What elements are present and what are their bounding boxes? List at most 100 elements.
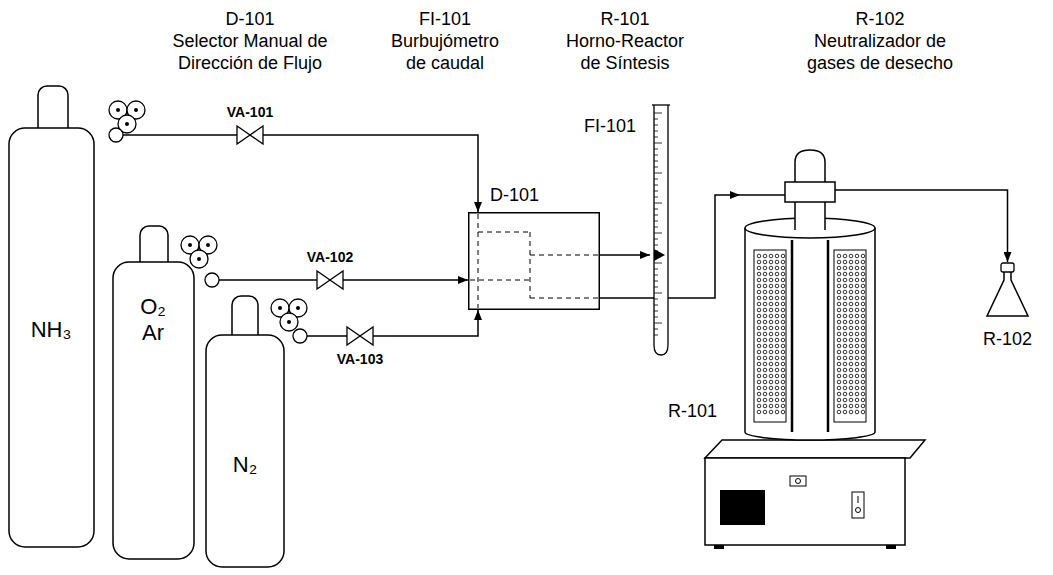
gas-line <box>362 279 468 281</box>
vent-hole <box>763 356 767 360</box>
vent-hole <box>855 302 859 306</box>
vent-hole <box>855 284 859 288</box>
vent-hole <box>769 404 773 408</box>
vent-hole <box>849 284 853 288</box>
vent-hole <box>763 392 767 396</box>
vent-hole <box>781 380 785 384</box>
vent-hole <box>855 296 859 300</box>
vent-hole <box>843 278 847 282</box>
vent-hole <box>775 254 779 258</box>
vent-hole <box>855 266 859 270</box>
vent-hole <box>849 350 853 354</box>
vent-hole <box>855 308 859 312</box>
vent-hole <box>861 254 865 258</box>
vent-hole <box>837 272 841 276</box>
vent-hole <box>861 386 865 390</box>
vent-hole <box>855 326 859 330</box>
scale-tick <box>654 179 658 180</box>
vent-hole <box>763 386 767 390</box>
gas-line <box>307 335 320 337</box>
gas-cylinder: N₂ <box>205 295 320 568</box>
vent-hole <box>775 290 779 294</box>
scale-tick <box>654 167 658 168</box>
vent-hole <box>769 350 773 354</box>
vent-hole <box>775 314 779 318</box>
vent-hole <box>757 302 761 306</box>
vent-hole <box>757 254 761 258</box>
vent-hole <box>757 356 761 360</box>
vent-hole <box>775 302 779 306</box>
gas-cylinder-shape <box>205 295 320 568</box>
cylinder-body <box>9 128 94 547</box>
vent-hole <box>843 308 847 312</box>
vent-hole <box>781 284 785 288</box>
vent-hole <box>849 302 853 306</box>
vent-hole <box>837 380 841 384</box>
equipment-tag: D-101 <box>490 184 539 206</box>
vent-hole <box>769 374 773 378</box>
valve-tag: VA-101 <box>218 103 282 121</box>
display-panel <box>720 490 765 525</box>
vent-hole <box>843 410 847 414</box>
vent-hole <box>769 344 773 348</box>
outlet-pipe <box>835 189 880 191</box>
vent-hole <box>837 302 841 306</box>
vent-hole <box>843 314 847 318</box>
meter-rim <box>652 104 670 105</box>
gauge-center <box>278 306 282 310</box>
vent-hole <box>861 356 865 360</box>
vent-hole <box>775 332 779 336</box>
gas-line <box>320 335 328 337</box>
internal-path <box>530 232 531 298</box>
equipment-title: Selector Manual de Dirección de Flujo <box>160 30 340 74</box>
vent-hole <box>769 278 773 282</box>
vent-hole <box>861 284 865 288</box>
vent-hole <box>843 392 847 396</box>
vent-hole <box>757 398 761 402</box>
vent-hole <box>781 254 785 258</box>
vent-hole <box>781 344 785 348</box>
vent-hole <box>843 362 847 366</box>
gas-line <box>298 279 317 281</box>
vent-hole <box>763 350 767 354</box>
vent-hole <box>849 362 853 366</box>
vent-hole <box>769 386 773 390</box>
vent-hole <box>849 320 853 324</box>
vent-hole <box>861 260 865 264</box>
vent-hole <box>757 314 761 318</box>
vent-hole <box>837 284 841 288</box>
vent-hole <box>769 272 773 276</box>
vent-hole <box>763 380 767 384</box>
vent-hole <box>861 296 865 300</box>
vent-hole <box>775 296 779 300</box>
vent-hole <box>849 314 853 318</box>
vent-hole <box>769 368 773 372</box>
vent-hole <box>769 398 773 402</box>
vent-hole <box>849 338 853 342</box>
vent-hole <box>781 260 785 264</box>
scale-tick <box>654 275 658 276</box>
vent-hole <box>757 290 761 294</box>
bubble-flowmeter-shape <box>650 105 672 360</box>
vent-hole <box>775 284 779 288</box>
vent-hole <box>775 374 779 378</box>
scale-tick <box>654 293 662 294</box>
vent-hole <box>769 302 773 306</box>
equipment-tag: R-102 <box>798 8 963 30</box>
vent-hole <box>769 284 773 288</box>
vent-hole <box>843 290 847 294</box>
vent-hole <box>849 356 853 360</box>
equipment-title: Horno-Reactor de Síntesis <box>560 30 690 74</box>
vent-panel <box>754 250 786 422</box>
vent-hole <box>849 410 853 414</box>
pressure-gauge <box>190 250 208 268</box>
equipment-tag: FI-101 <box>584 115 636 137</box>
vent-hole <box>757 272 761 276</box>
vent-hole <box>843 260 847 264</box>
scale-tick <box>654 191 658 192</box>
vent-hole <box>757 266 761 270</box>
scale-tick <box>654 227 658 228</box>
vent-hole <box>861 380 865 384</box>
vent-hole <box>781 392 785 396</box>
vent-hole <box>843 386 847 390</box>
